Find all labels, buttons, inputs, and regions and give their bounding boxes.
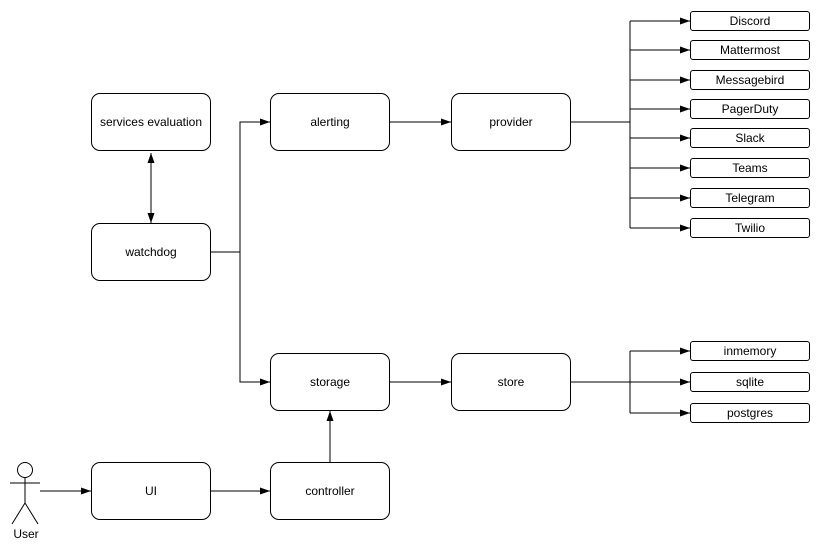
edge-watchdog-storage <box>239 252 270 386</box>
store-item-postgres: postgres <box>690 403 810 423</box>
provider-item-twilio: Twilio <box>690 218 810 238</box>
node-ui: UI <box>91 462 211 520</box>
node-provider: provider <box>451 93 571 151</box>
node-watchdog: watchdog <box>91 223 211 281</box>
user-actor-label: User <box>13 527 39 541</box>
node-controller: controller <box>270 462 390 520</box>
provider-item-teams: Teams <box>690 158 810 178</box>
user-actor-icon <box>10 462 40 525</box>
node-services-evaluation: services evaluation <box>91 93 211 151</box>
node-storage: storage <box>270 353 390 411</box>
provider-item-telegram: Telegram <box>690 188 810 208</box>
provider-item-slack: Slack <box>690 128 810 148</box>
node-alerting: alerting <box>270 93 390 151</box>
store-item-inmemory: inmemory <box>690 341 810 361</box>
provider-item-messagebird: Messagebird <box>690 70 810 90</box>
provider-item-mattermost: Mattermost <box>690 40 810 60</box>
edge-watchdog-alerting <box>239 118 270 252</box>
provider-item-discord: Discord <box>690 11 810 31</box>
node-store: store <box>451 353 571 411</box>
provider-item-pagerduty: PagerDuty <box>690 99 810 119</box>
store-item-sqlite: sqlite <box>690 372 810 392</box>
